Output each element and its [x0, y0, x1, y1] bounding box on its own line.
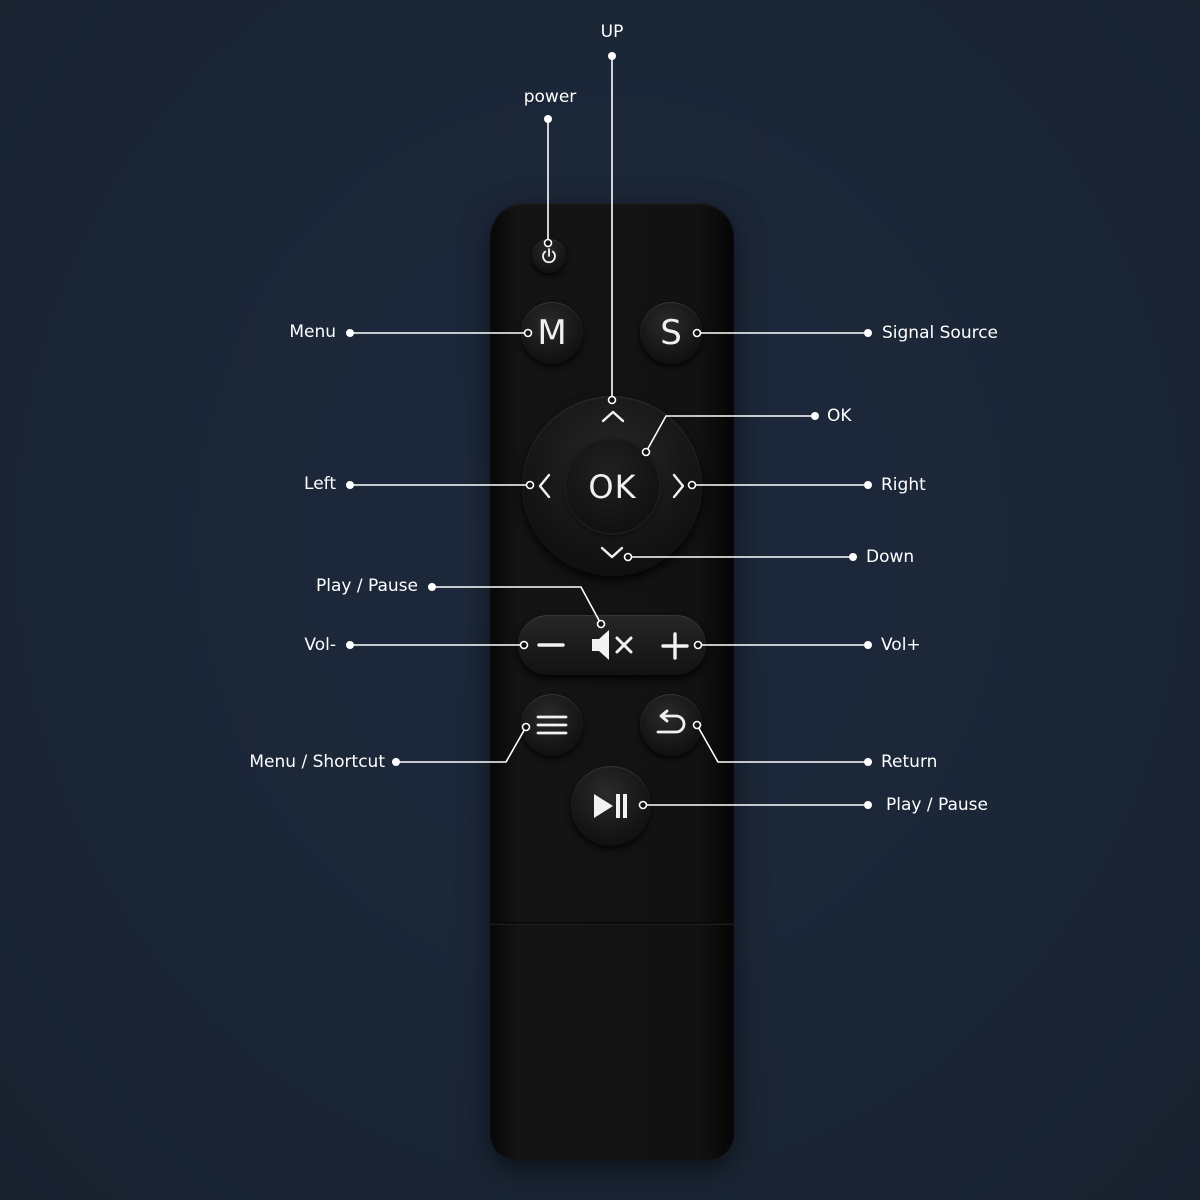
chevron-up-icon[interactable]	[600, 407, 626, 425]
menu-m-button[interactable]: M	[521, 302, 583, 364]
play-pause-icon	[594, 794, 627, 818]
hamburger-menu-icon	[536, 715, 568, 735]
chevron-down-icon[interactable]	[599, 544, 625, 562]
signal-source-s-label: S	[660, 313, 682, 353]
return-arrow-icon	[656, 709, 686, 734]
label-play-pause: Play / Pause	[886, 795, 988, 815]
menu-shortcut-button[interactable]	[521, 694, 583, 756]
label-vol-minus: Vol-	[304, 635, 336, 655]
label-return: Return	[881, 752, 938, 772]
power-button[interactable]	[532, 239, 566, 273]
chevron-left-icon[interactable]	[535, 472, 553, 500]
label-play-pause-mute: Play / Pause	[316, 576, 418, 596]
menu-m-label: M	[537, 313, 567, 353]
label-signal-source: Signal Source	[882, 323, 999, 343]
label-menu: Menu	[289, 322, 336, 342]
label-power: power	[523, 87, 577, 107]
label-menu-shortcut: Menu / Shortcut	[249, 752, 385, 772]
play-pause-button[interactable]	[571, 766, 651, 846]
signal-source-button[interactable]: S	[640, 302, 702, 364]
label-vol-plus: Vol+	[881, 635, 921, 655]
label-ok: OK	[827, 406, 852, 426]
mute-speaker-icon[interactable]	[589, 627, 637, 663]
ok-button-label: OK	[588, 467, 637, 506]
label-down: Down	[866, 547, 915, 567]
plus-icon[interactable]	[660, 631, 690, 661]
return-button[interactable]	[640, 694, 702, 756]
power-icon	[542, 248, 556, 264]
battery-cover-seam	[490, 922, 734, 925]
label-up: UP	[600, 22, 624, 42]
label-right: Right	[881, 475, 926, 495]
minus-icon[interactable]	[536, 635, 566, 655]
label-left: Left	[304, 474, 336, 494]
chevron-right-icon[interactable]	[670, 472, 688, 500]
ok-button[interactable]: OK	[566, 440, 659, 533]
